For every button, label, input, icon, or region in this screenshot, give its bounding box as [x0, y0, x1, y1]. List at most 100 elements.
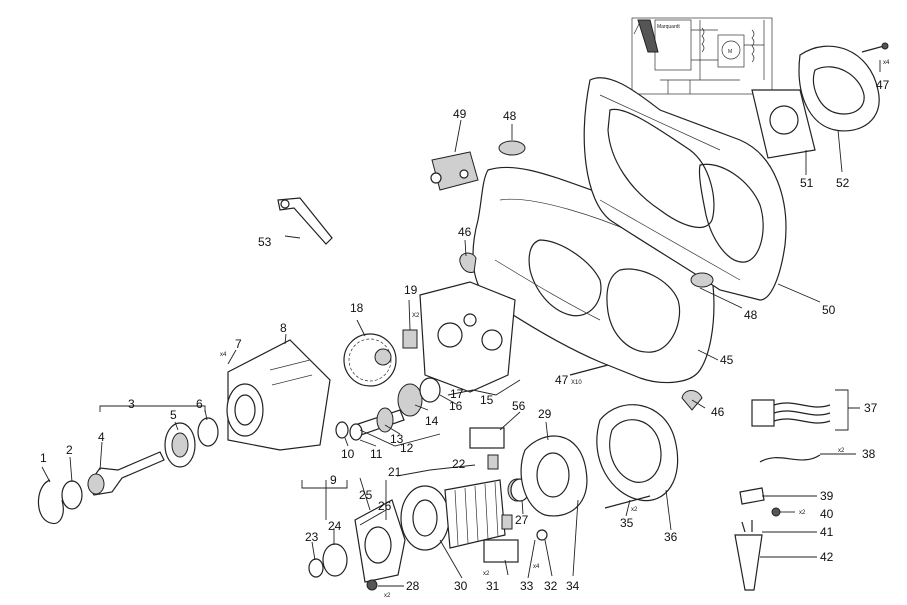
label-part-24: 24 [328, 519, 342, 533]
qty-part-33: x4 [533, 564, 540, 570]
label-part-45: 45 [720, 353, 734, 367]
armature [400, 478, 527, 551]
qty-part-19: X2 [412, 313, 420, 319]
brush-21 [501, 514, 513, 530]
label-part-47-top: 47 [876, 78, 890, 92]
label-part-37: 37 [864, 401, 878, 415]
brush-holder-31 [483, 539, 519, 563]
washer-10 [335, 421, 349, 439]
label-part-52: 52 [836, 176, 850, 190]
label-part-27: 27 [515, 513, 529, 527]
label-part-51: 51 [800, 176, 814, 190]
schematic-motor-label: M [728, 49, 732, 55]
qty-part-7: x4 [220, 352, 227, 358]
pinion-gear [397, 377, 441, 417]
gear-case [419, 281, 516, 393]
label-part-35: 35 [620, 516, 634, 530]
cable-sleeve-42 [734, 534, 763, 591]
brush-22 [487, 454, 499, 470]
label-part-3: 3 [128, 397, 135, 411]
label-part-42: 42 [820, 550, 834, 564]
label-part-16: 16 [449, 399, 463, 413]
gear-housing [226, 339, 331, 451]
washer-11 [349, 423, 363, 441]
label-part-4: 4 [98, 430, 105, 444]
label-part-1: 1 [40, 451, 47, 465]
qty-part-47-top: x4 [883, 60, 890, 66]
qty-part-47-mid: X10 [571, 380, 582, 386]
qty-part-38: x2 [838, 448, 845, 454]
qty-part-31: x2 [483, 571, 490, 577]
end-cap [798, 45, 880, 132]
label-part-40: 40 [820, 507, 834, 521]
bumper-46-left [459, 252, 477, 273]
label-part-21: 21 [388, 465, 402, 479]
label-part-29: 29 [538, 407, 552, 421]
leader-lines [41, 60, 881, 587]
label-part-38: 38 [862, 447, 876, 461]
label-part-6: 6 [196, 397, 203, 411]
label-part-18: 18 [350, 301, 364, 315]
label-part-8: 8 [280, 321, 287, 335]
screw-47-mid [569, 364, 609, 376]
cable-connector [751, 399, 831, 427]
label-part-48-side: 48 [744, 308, 758, 322]
grommet-48-side [690, 272, 714, 288]
schematic-box-label: Marquardt [657, 24, 680, 30]
cable-clamp-41 [741, 520, 753, 533]
qty-part-35: x2 [631, 507, 638, 513]
label-part-49: 49 [453, 107, 467, 121]
bearing-24 [322, 543, 348, 577]
fan-baffle [520, 435, 588, 517]
spindle [87, 451, 165, 496]
label-part-36: 36 [664, 530, 678, 544]
wiring-schematic: Marquardt M [631, 17, 773, 95]
stator [596, 404, 679, 502]
label-part-2: 2 [66, 443, 73, 457]
label-part-47-mid: 47 [555, 373, 569, 387]
screw-40 [771, 507, 781, 517]
label-part-25: 25 [359, 488, 373, 502]
label-part-33: 33 [520, 579, 534, 593]
circlip-1 [37, 479, 64, 524]
rear-housing [583, 77, 787, 301]
label-part-10: 10 [341, 447, 355, 461]
label-part-32: 32 [544, 579, 558, 593]
label-part-46-right: 46 [711, 405, 725, 419]
label-part-34: 34 [566, 579, 580, 593]
ring-2 [61, 480, 83, 510]
seal-6 [197, 417, 219, 447]
label-part-22: 22 [452, 457, 466, 471]
label-part-11: 11 [370, 447, 383, 461]
label-part-48-top: 48 [503, 109, 517, 123]
screw-35 [604, 495, 651, 509]
label-part-41: 41 [820, 525, 834, 539]
gasket-plate [751, 89, 816, 159]
label-part-7: 7 [235, 337, 242, 351]
label-part-56: 56 [512, 399, 526, 413]
label-part-5: 5 [170, 408, 177, 422]
screw-47-top [861, 42, 889, 53]
qty-part-28: x2 [384, 593, 391, 599]
label-part-30: 30 [454, 579, 468, 593]
part-labels: 1 2 3 4 5 6 7 8 9 10 11 12 13 14 15 16 1… [40, 78, 890, 593]
label-part-19: 19 [404, 283, 418, 297]
label-part-31: 31 [486, 579, 500, 593]
washer-32 [536, 529, 548, 541]
brush-holder-56 [469, 427, 505, 449]
switch [430, 151, 479, 191]
label-part-14: 14 [425, 414, 439, 428]
screw-28 [366, 579, 378, 591]
gear-18 [343, 333, 397, 387]
pin-19 [402, 329, 418, 349]
bearing-5 [164, 422, 196, 468]
quantity-markers: x4 X2 x2 x2 x4 x2 x2 x2 x4 X10 [220, 60, 890, 599]
label-part-28: 28 [406, 579, 420, 593]
grommet-48-top [498, 140, 526, 156]
label-part-39: 39 [820, 489, 834, 503]
wire-38 [759, 454, 821, 463]
label-part-50: 50 [822, 303, 836, 317]
label-part-26: 26 [378, 499, 392, 513]
qty-part-40: x2 [799, 510, 806, 516]
